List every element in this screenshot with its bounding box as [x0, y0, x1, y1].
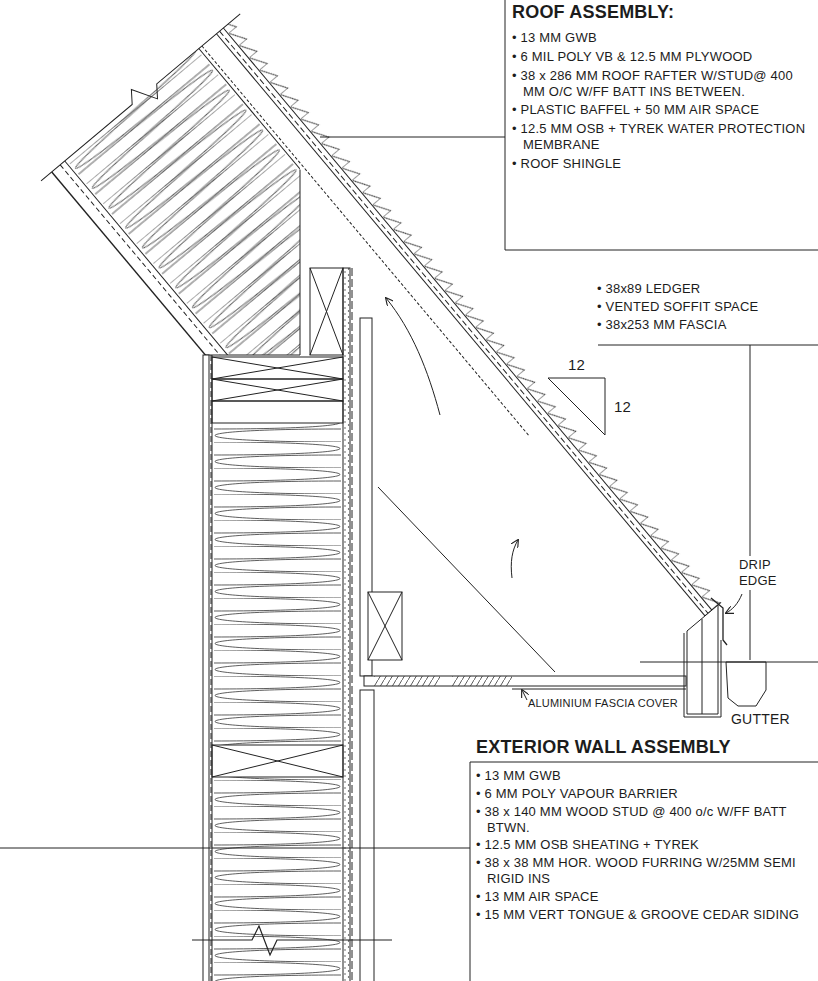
spec-note: • PLASTIC BAFFEL + 50 MM AIR SPACE — [512, 102, 814, 118]
rafter-seat — [205, 355, 300, 356]
note-rule — [505, 250, 818, 251]
leaders — [320, 0, 818, 981]
wall-gwb — [203, 355, 209, 981]
blocking — [212, 745, 343, 777]
spec-note: • ROOF SHINGLE — [512, 156, 814, 172]
spec-note: • 38x89 LEDGER — [597, 281, 815, 297]
blocking — [212, 745, 343, 777]
roof-assembly — [33, 5, 728, 764]
break-line — [33, 5, 248, 191]
ceiling-gwb — [52, 172, 300, 355]
soffit-ledger — [368, 592, 402, 660]
ledger-board — [310, 268, 343, 355]
rafter-layers — [52, 49, 300, 355]
wall-assembly — [0, 268, 470, 981]
rafter-block — [52, 49, 300, 355]
rafter-plumb-cut — [300, 170, 301, 355]
fascia-board — [687, 605, 718, 714]
vapour-barrier-line — [60, 165, 300, 355]
soffit-cover — [512, 689, 686, 690]
top-plates — [212, 379, 343, 401]
leader-arrow — [522, 690, 527, 700]
soffit-board — [364, 676, 686, 686]
wall-insulation — [212, 423, 343, 745]
ledger-board — [310, 268, 343, 355]
break-line — [192, 926, 392, 955]
section-line — [0, 848, 470, 849]
spec-note: • 6 MIL POLY VB & 12.5 MM PLYWOOD — [512, 49, 814, 65]
blocking — [212, 745, 343, 777]
ledger-board — [310, 268, 343, 355]
soffit-vent — [452, 676, 512, 686]
top-plates — [212, 357, 343, 379]
plywood-line — [65, 161, 300, 355]
spec-note: • 13 MM GWB — [476, 768, 816, 784]
leader-line — [750, 345, 751, 660]
callout-label: GUTTER — [731, 711, 790, 728]
slope-number: 12 — [614, 398, 631, 416]
top-plates — [212, 357, 343, 379]
spec-note: • 12.5 MM OSB SHEATING + TYREK — [476, 837, 816, 853]
spec-note: • VENTED SOFFIT SPACE — [597, 299, 815, 315]
soffit-hatch — [374, 676, 440, 686]
callout-label: ALUMINIUM FASCIA COVER — [528, 697, 678, 710]
slope-triangle — [548, 378, 605, 435]
assembly-heading: EXTERIOR WALL ASSEMBLY — [476, 737, 816, 759]
cedar-siding — [360, 690, 374, 981]
slope-number: 12 — [568, 356, 585, 374]
note-rule — [470, 762, 471, 981]
spec-note: • 38 x 140 MM WOOD STUD @ 400 o/c W/FF B… — [476, 804, 816, 836]
ceiling-band — [52, 161, 300, 355]
top-plates — [212, 401, 343, 423]
soffit-ledger — [368, 592, 402, 660]
fascia-cover — [684, 633, 721, 717]
spec-note: • 6 MM POLY VAPOUR BARRIER — [476, 786, 816, 802]
spec-note: • 38 x 286 MM ROOF RAFTER W/STUD@ 400 MM… — [512, 68, 814, 100]
spec-note: • 38 x 38 MM HOR. WOOD FURRING W/25MM SE… — [476, 855, 816, 887]
spec-note: • 13 MM AIR SPACE — [476, 889, 816, 905]
gutter-profile — [726, 662, 766, 706]
wall-vapour-barrier — [211, 355, 212, 981]
top-plates — [212, 357, 343, 423]
osb-sheathing — [343, 268, 350, 981]
tyvek-line — [352, 268, 353, 981]
soffit-ledger — [368, 592, 402, 660]
wall-insulation — [212, 777, 343, 981]
roof-upper-layers — [33, 5, 728, 764]
airflow-arrow — [511, 540, 518, 578]
spec-note: • 13 MM GWB — [512, 30, 814, 46]
airflow-arrow — [386, 298, 440, 415]
leader-line — [378, 487, 555, 672]
stud-face — [212, 355, 213, 981]
leader-arrow — [726, 594, 742, 613]
spec-note: • 15 MM VERT TONGUE & GROOVE CEDAR SIDIN… — [476, 907, 816, 923]
spec-note: • 12.5 MM OSB + TYREK WATER PROTECTION M… — [512, 121, 814, 153]
note-rule — [505, 0, 506, 250]
top-plates — [212, 379, 343, 401]
callout-label: DRIP EDGE — [737, 556, 797, 590]
note-rule — [598, 345, 818, 346]
drip-edge — [711, 598, 727, 645]
leader-line — [320, 137, 505, 138]
fascia-line — [702, 619, 703, 714]
hanger-line — [640, 662, 818, 663]
assembly-heading: ROOF ASSEMBLY: — [512, 2, 814, 24]
spec-note: • 38x253 MM FASCIA — [597, 317, 815, 333]
note-rule — [470, 762, 818, 763]
